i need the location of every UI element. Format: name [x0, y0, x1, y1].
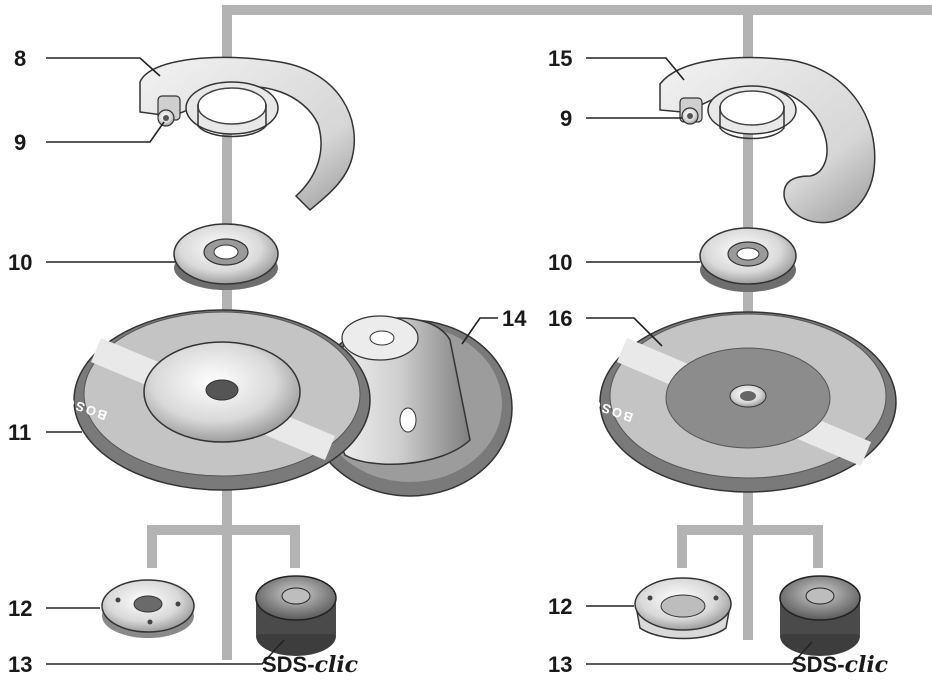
right-guard-drawing [659, 56, 876, 224]
left-screw-drawing [157, 109, 175, 127]
sds-right-prefix: SDS- [792, 652, 845, 677]
label-left-flange: 10 [8, 250, 32, 275]
right-flange-drawing [699, 227, 797, 292]
svg-text:SDS-clic: SDS-clic [262, 652, 359, 678]
label-left-disc: 11 [8, 420, 31, 445]
label-left-quick-nut: 13 [8, 652, 32, 677]
svg-text:SDS-clic: SDS-clic [792, 652, 889, 678]
label-right-disc: 16 [548, 306, 572, 331]
right-screw-drawing [681, 107, 699, 125]
label-left-screw: 9 [14, 130, 26, 155]
leader-lines [46, 57, 813, 665]
left-flange-drawing [173, 223, 279, 290]
left-quick-nut-drawing [255, 575, 337, 656]
left-guard-drawing [139, 56, 356, 212]
right-nut-drawing [634, 577, 732, 640]
label-right-screw: 9 [560, 106, 572, 131]
label-right-guard: 15 [548, 46, 572, 71]
label-left-guard: 8 [14, 46, 26, 71]
label-right-nut: 12 [548, 594, 572, 619]
label-right-quick-nut: 13 [548, 652, 572, 677]
label-right-flange: 10 [548, 250, 572, 275]
left-nut-drawing [101, 579, 195, 638]
right-quick-nut-drawing [779, 575, 861, 656]
right-disc-drawing: BOSCH [576, 311, 897, 493]
label-left-nut: 12 [8, 596, 32, 621]
sds-clic-label-right: SDS-clic [792, 652, 889, 678]
sds-left-script: clic [315, 652, 359, 678]
label-cup-disc: 14 [502, 306, 527, 331]
sds-right-script: clic [845, 652, 889, 678]
sds-left-prefix: SDS- [262, 652, 315, 677]
part-labels: 8 9 10 11 14 12 13 15 9 10 16 12 13 [8, 46, 572, 677]
sds-clic-label-left: SDS-clic [262, 652, 359, 678]
left-disc-drawing: BOSCH [50, 309, 371, 491]
